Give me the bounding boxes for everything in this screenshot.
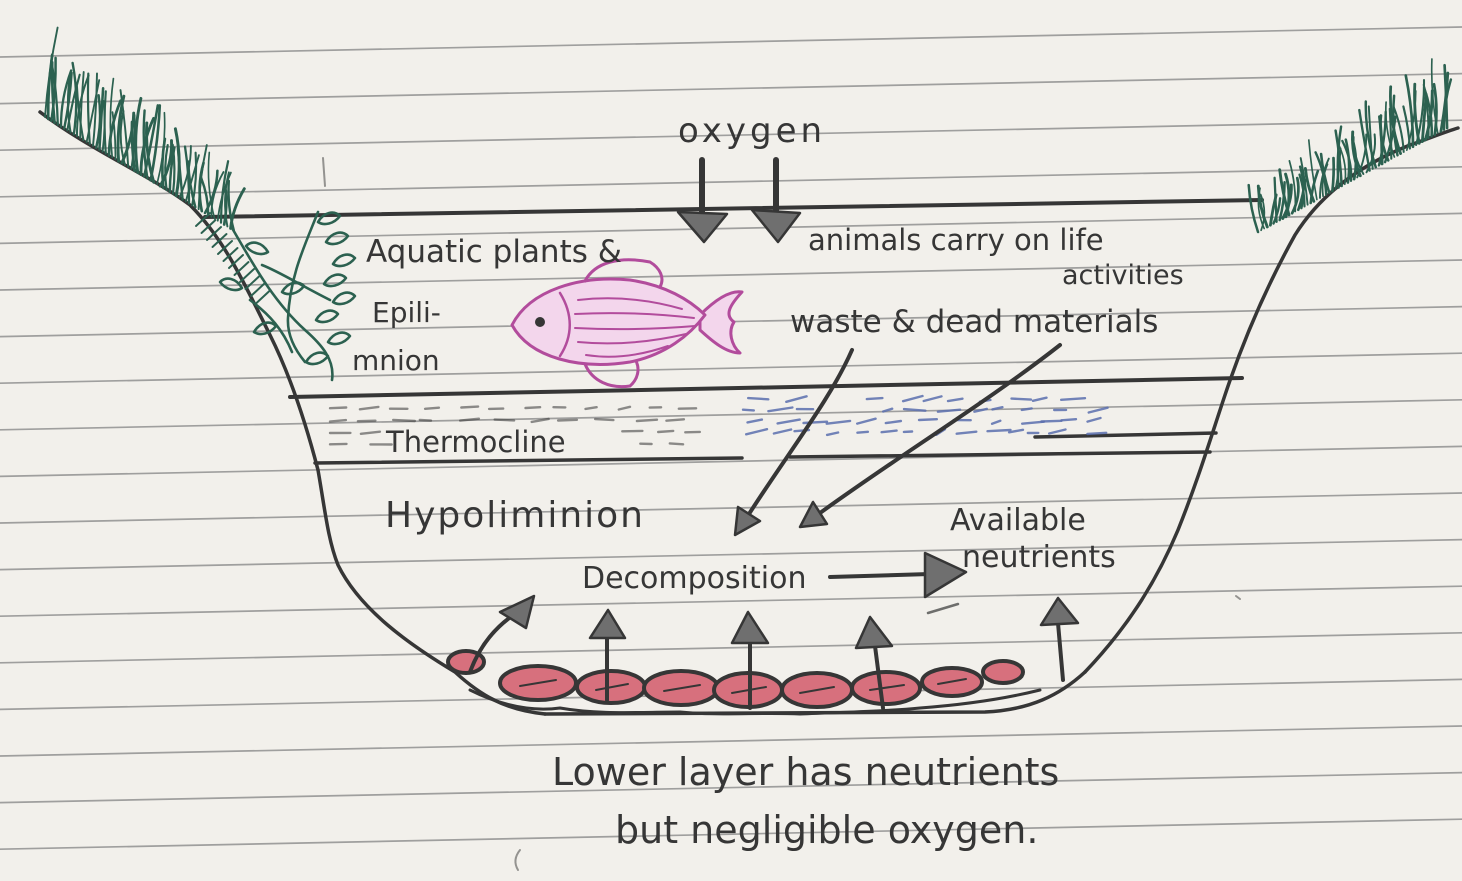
caption-line-2: but negligible oxygen. bbox=[615, 808, 1038, 852]
thermocline-dash bbox=[461, 407, 478, 408]
oxygen-label: oxygen bbox=[678, 111, 826, 151]
aquatic-plants-label: Aquatic plants & bbox=[366, 234, 622, 270]
fish-eye bbox=[535, 317, 545, 327]
thermocline-dash bbox=[495, 420, 514, 421]
thermocline-dash bbox=[666, 419, 684, 420]
thermocline-label: Thermocline bbox=[385, 425, 566, 459]
activities-label: activities bbox=[1062, 260, 1184, 291]
thermocline-dash bbox=[330, 408, 346, 409]
thermocline-dash bbox=[1061, 419, 1076, 420]
thermocline-dash bbox=[988, 430, 1011, 431]
thermocline-dash bbox=[586, 407, 597, 409]
caption-line-1: Lower layer has neutrients bbox=[552, 750, 1059, 794]
thermocline-dash bbox=[804, 422, 828, 423]
available-nutrients-label-line1: Available bbox=[950, 503, 1086, 538]
thermocline-dash bbox=[526, 407, 541, 408]
sediment-stone bbox=[983, 661, 1023, 683]
thermocline-dash bbox=[658, 431, 673, 432]
thermocline-dash bbox=[1012, 399, 1032, 400]
thermocline-dash bbox=[919, 419, 937, 420]
epilimnion-label-line2: mnion bbox=[352, 344, 440, 377]
thermocline-dash bbox=[1022, 408, 1032, 410]
thermocline-dash bbox=[882, 431, 897, 433]
grass-blade bbox=[105, 91, 106, 153]
thermocline-dash bbox=[330, 420, 346, 422]
grass-blade bbox=[1332, 158, 1333, 191]
thermocline-dash bbox=[904, 409, 925, 411]
thermocline-dash bbox=[1087, 433, 1106, 434]
waste-label: waste & dead materials bbox=[790, 304, 1158, 340]
thermocline-dash bbox=[1041, 421, 1061, 422]
thermocline-dash bbox=[867, 398, 883, 399]
epilimnion-label-line1: Epili- bbox=[372, 296, 441, 329]
thermocline-dash bbox=[637, 420, 657, 421]
thermocline-dash bbox=[393, 420, 415, 421]
available-nutrients-label-line2: neutrients bbox=[962, 540, 1116, 575]
hypolimnion-label: Hypoliminion bbox=[385, 495, 645, 536]
thermocline-dash bbox=[595, 419, 613, 420]
thermocline-dash bbox=[670, 443, 683, 444]
thermocline-dash bbox=[420, 420, 431, 421]
decomposition-label: Decomposition bbox=[582, 561, 806, 596]
thermocline-dash bbox=[1061, 398, 1085, 400]
thermocline-dash bbox=[358, 421, 376, 422]
animals-activity-label: animals carry on life bbox=[808, 223, 1104, 257]
thermocline-dash bbox=[857, 432, 868, 433]
thermocline-dash bbox=[425, 408, 439, 409]
thermocline-dash bbox=[743, 410, 754, 411]
thermocline-dash bbox=[558, 420, 577, 421]
thermocline-dash bbox=[748, 398, 768, 399]
